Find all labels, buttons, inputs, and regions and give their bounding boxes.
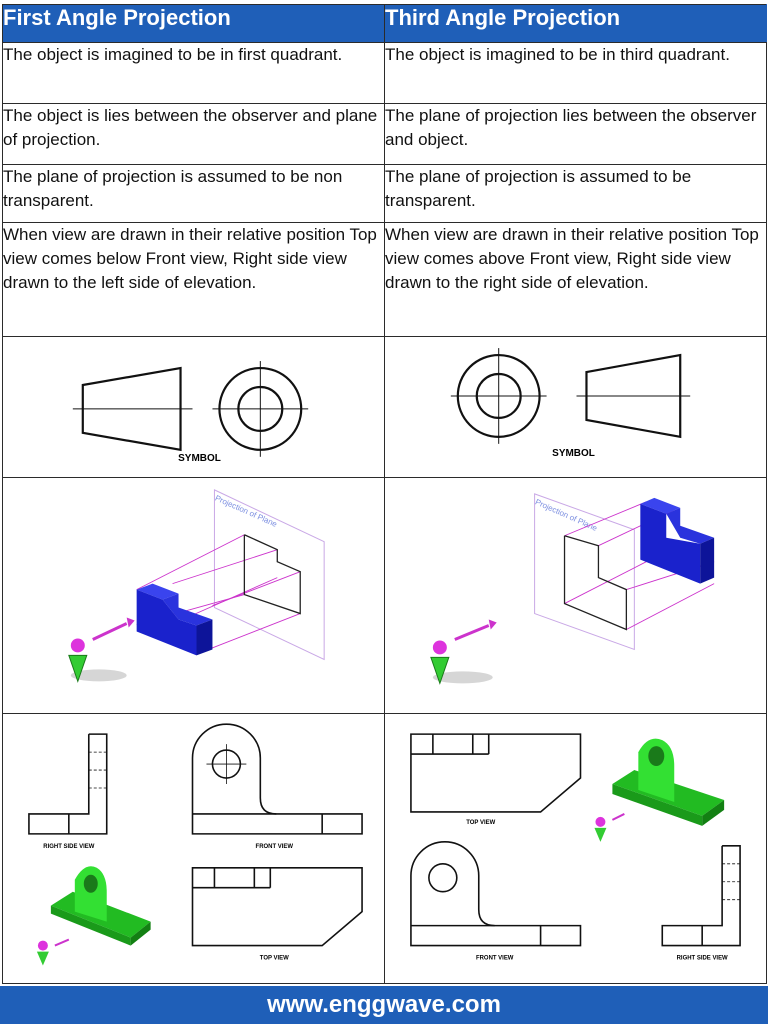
- first-angle-cell: The object is lies between the observer …: [2, 102, 385, 165]
- right-side-view: [28, 733, 108, 835]
- first-angle-cell: The plane of projection is assumed to be…: [2, 163, 385, 224]
- symbol-label: SYMBOL: [552, 448, 595, 459]
- header-third-angle: Third Angle Projection: [384, 4, 767, 43]
- first-angle-cell: When view are drawn in their relative po…: [2, 222, 385, 338]
- plane-label: Projection of Plane: [534, 498, 599, 534]
- first-angle-symbol: SYMBOL: [72, 361, 309, 464]
- green-part-isometric: [594, 738, 725, 843]
- truncated-cone-front-view: [585, 354, 682, 439]
- third-angle-views-cell: TOP VIEW FRONT VIEW RIGHT SIDE VIEW: [384, 713, 767, 984]
- first-angle-isometric-cell: Projection of Plane: [2, 477, 385, 715]
- third-angle-cell: When view are drawn in their relative po…: [384, 222, 767, 338]
- front-view: [191, 723, 363, 835]
- projected-view-outline: [243, 534, 301, 615]
- comparison-table: First Angle Projection Third Angle Proje…: [2, 4, 767, 984]
- green-part-isometric: [36, 866, 151, 966]
- top-view: [410, 733, 582, 814]
- orthographic-row: RIGHT SIDE VIEW FRONT VIEW TOP VIEW: [2, 713, 767, 984]
- table-row: The plane of projection is assumed to be…: [2, 163, 767, 224]
- isometric-row: Projection of Plane: [2, 477, 767, 715]
- truncated-cone-front-view: [81, 367, 182, 452]
- blue-block: [136, 583, 213, 656]
- observer-icon: [68, 617, 135, 684]
- symbol-row: SYMBOL SYMBOL: [2, 336, 767, 479]
- right-side-view-label: RIGHT SIDE VIEW: [677, 956, 728, 962]
- top-view-label: TOP VIEW: [466, 820, 495, 826]
- first-angle-cell: The object is imagined to be in first qu…: [2, 41, 385, 104]
- table-row: When view are drawn in their relative po…: [2, 222, 767, 338]
- third-angle-cell: The object is imagined to be in third qu…: [384, 41, 767, 104]
- projected-view-outline: [563, 535, 628, 631]
- projection-plane: [534, 493, 635, 651]
- first-angle-isometric: Projection of Plane: [68, 489, 325, 684]
- third-angle-cell: The plane of projection is assumed to be…: [384, 163, 767, 224]
- symbol-label: SYMBOL: [178, 453, 221, 464]
- top-view: [191, 867, 363, 947]
- header-first-angle: First Angle Projection: [2, 4, 385, 43]
- front-view-label: FRONT VIEW: [476, 956, 514, 962]
- front-view-label: FRONT VIEW: [256, 844, 294, 850]
- first-angle-symbol-cell: SYMBOL: [2, 336, 385, 479]
- top-view-label: TOP VIEW: [260, 956, 289, 962]
- third-angle-cell: The plane of projection lies between the…: [384, 102, 767, 165]
- plane-label: Projection of Plane: [214, 494, 279, 530]
- table-row: The object is imagined to be in first qu…: [2, 41, 767, 104]
- observer-icon: [430, 619, 497, 686]
- table-row: The object is lies between the observer …: [2, 102, 767, 165]
- front-view: [410, 841, 582, 947]
- third-angle-symbol: SYMBOL: [450, 348, 691, 459]
- third-angle-symbol-cell: SYMBOL: [384, 336, 767, 479]
- third-angle-views: TOP VIEW FRONT VIEW RIGHT SIDE VIEW: [410, 733, 741, 962]
- right-side-view: [661, 845, 741, 947]
- header-row: First Angle Projection Third Angle Proje…: [2, 4, 767, 43]
- blue-block: [640, 497, 715, 584]
- first-angle-views-cell: RIGHT SIDE VIEW FRONT VIEW TOP VIEW: [2, 713, 385, 984]
- right-side-view-label: RIGHT SIDE VIEW: [43, 844, 94, 850]
- first-angle-views: RIGHT SIDE VIEW FRONT VIEW TOP VIEW: [28, 723, 363, 966]
- footer-url: www.enggwave.com: [0, 986, 768, 1024]
- projection-plane: [213, 489, 325, 661]
- third-angle-isometric: Projection of Plane: [430, 493, 715, 686]
- third-angle-isometric-cell: Projection of Plane: [384, 477, 767, 715]
